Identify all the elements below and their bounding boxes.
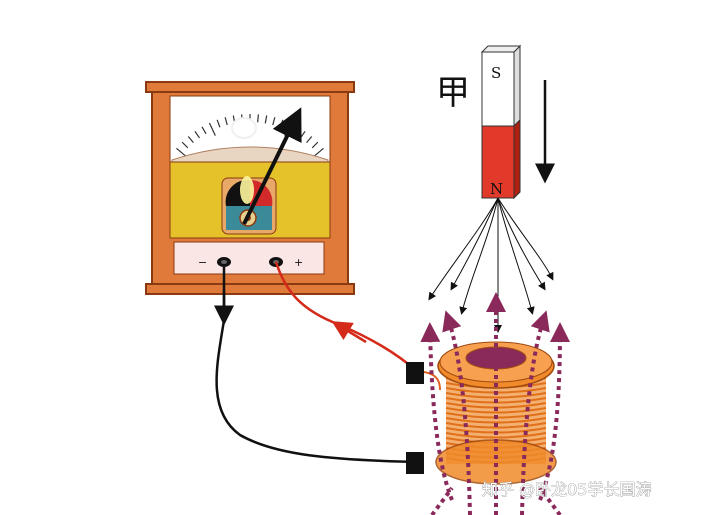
field-line (450, 197, 499, 291)
wires (214, 261, 419, 464)
scale-tick (194, 131, 201, 139)
coil-connector-top[interactable] (406, 362, 424, 384)
scale-tick (257, 114, 259, 123)
scale-tick (181, 141, 189, 149)
pole-s-label: S (491, 64, 501, 82)
bar-magnet: S N (480, 44, 522, 200)
terminal-plus-label: + (294, 256, 303, 269)
field-line (497, 197, 554, 281)
induced-field-line (430, 486, 454, 515)
induced-field-line (520, 310, 550, 515)
meter-needle (242, 107, 302, 225)
meter-terminal-board (173, 241, 325, 275)
magnet-field-lines (428, 197, 554, 333)
induced-field-line (442, 310, 472, 515)
induced-field-line (538, 486, 562, 515)
scale-tick (201, 126, 207, 135)
scale-tick (208, 122, 216, 136)
label-jia: 甲 (436, 73, 470, 113)
scale-tick (311, 141, 319, 149)
galvanometer: − + (145, 81, 355, 295)
coil-turn (445, 417, 547, 424)
coil-turn (445, 422, 547, 429)
field-line (497, 197, 535, 315)
coil (406, 341, 557, 485)
scale-tick (264, 115, 268, 124)
scale-tick (187, 136, 194, 143)
field-line (428, 197, 499, 301)
scale-tick (224, 117, 228, 126)
pole-n-label: N (490, 180, 503, 198)
black-wire (215, 264, 419, 464)
coil-turn (445, 432, 547, 439)
coil-turn (445, 392, 547, 399)
terminal-minus-label: − (198, 256, 207, 269)
scale-tick (216, 119, 221, 128)
induced-field-lines (420, 292, 570, 515)
coil-turn (445, 407, 547, 414)
watermark: 知乎 @卧龙05学长国涛 (482, 480, 651, 499)
magnet-north (481, 125, 515, 199)
field-line (497, 197, 546, 291)
induced-field-line (420, 322, 454, 501)
induced-field-line (538, 322, 570, 501)
scale-tick (306, 136, 313, 143)
field-line (459, 197, 499, 315)
coil-bottom-flange (435, 439, 557, 485)
coil-connector-bottom[interactable] (406, 452, 424, 474)
